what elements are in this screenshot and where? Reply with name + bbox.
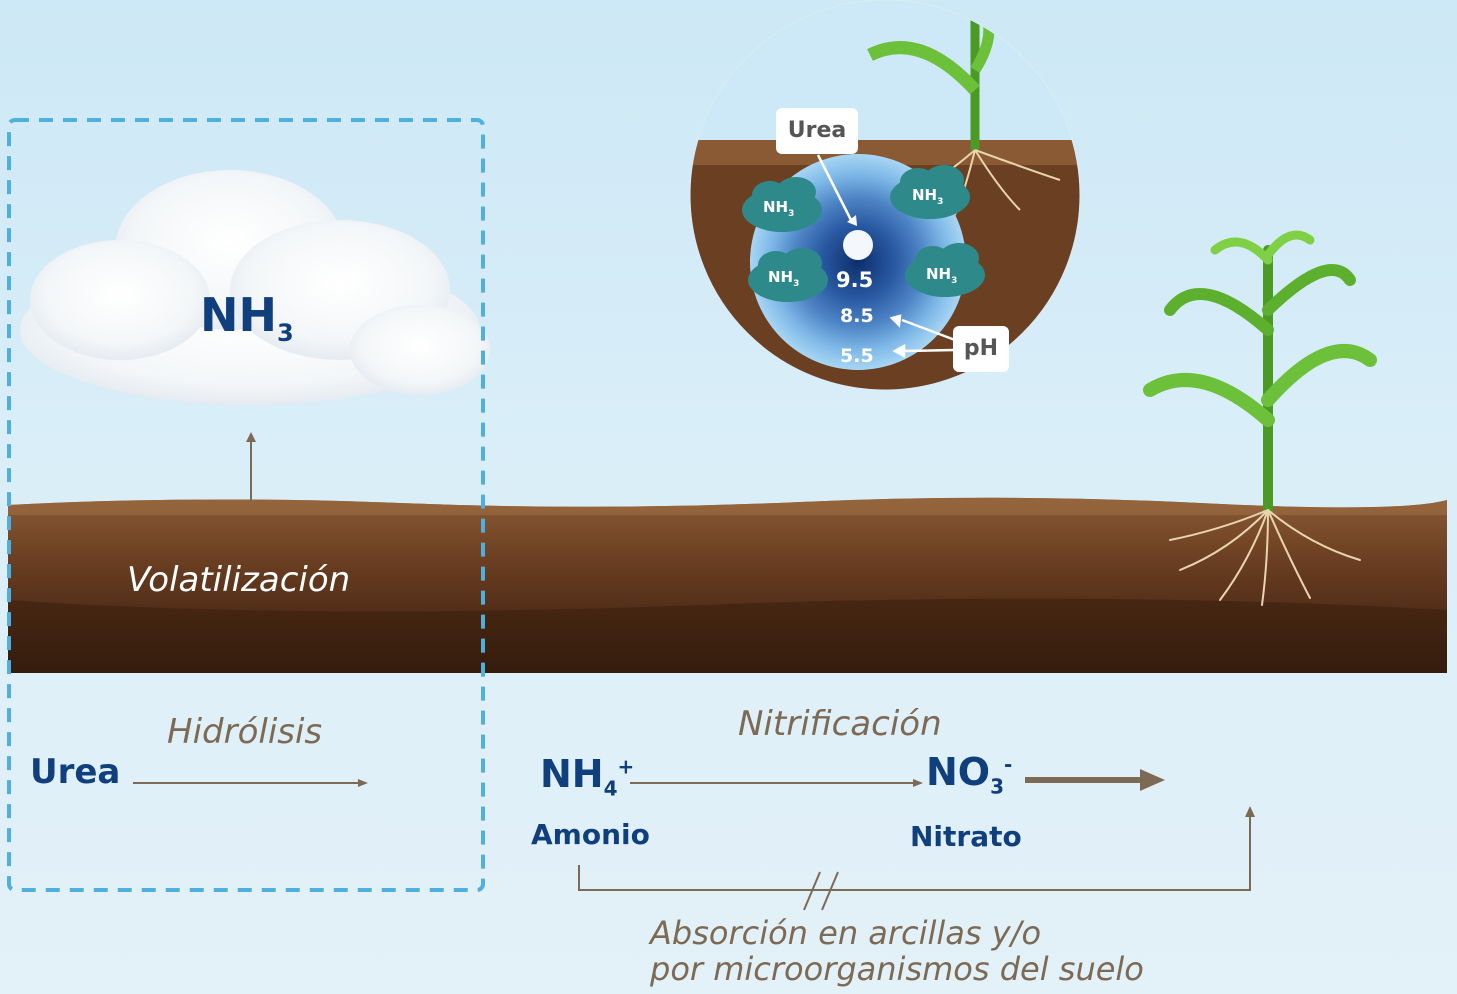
inset-urea-arrow bbox=[816, 154, 857, 226]
ammonium-formula: NH4+ bbox=[540, 752, 635, 801]
nh3-cloud-markers bbox=[742, 165, 985, 302]
plant-uptake-arrow bbox=[1025, 769, 1165, 791]
nitrification-arrow bbox=[630, 779, 923, 787]
inset-ph-arrows bbox=[889, 314, 956, 359]
volatilization-label: Volatilización bbox=[127, 560, 351, 600]
inset-nh3-4: NH3 bbox=[926, 265, 958, 286]
inset-nh3-1: NH3 bbox=[763, 198, 795, 219]
urea-label: Urea bbox=[30, 752, 121, 792]
inset-nh3-2: NH3 bbox=[912, 186, 944, 207]
soil-band bbox=[8, 497, 1447, 673]
absorption-bracket bbox=[578, 806, 1255, 911]
volatilization-zone-box bbox=[7, 118, 485, 892]
absorption-line-1: Absorción en arcillas y/o bbox=[650, 914, 1042, 952]
nitrate-name: Nitrato bbox=[910, 820, 1022, 853]
hydrolysis-label: Hidrólisis bbox=[167, 712, 323, 752]
ph-value-inner: 9.5 bbox=[836, 268, 874, 292]
corn-plant bbox=[1143, 230, 1377, 606]
inset-ph-badge: pH bbox=[953, 326, 1009, 372]
absorption-line-2: por microorganismos del suelo bbox=[650, 950, 1144, 988]
nitrate-formula: NO3- bbox=[926, 750, 1013, 799]
cloud bbox=[20, 170, 490, 405]
inset-urea-badge: Urea bbox=[776, 108, 858, 154]
absorption-label: Absorción en arcillas y/o por microorgan… bbox=[650, 915, 1270, 987]
ammonium-name: Amonio bbox=[531, 818, 650, 851]
volatilization-arrow bbox=[246, 432, 256, 503]
nitrification-label: Nitrificación bbox=[738, 704, 942, 744]
cloud-nh3-label: NH3 bbox=[200, 288, 294, 348]
ph-value-middle: 8.5 bbox=[840, 305, 874, 327]
hydrolysis-arrow bbox=[133, 779, 368, 787]
inset-nh3-3: NH3 bbox=[768, 268, 800, 289]
ph-value-outer: 5.5 bbox=[840, 345, 874, 367]
